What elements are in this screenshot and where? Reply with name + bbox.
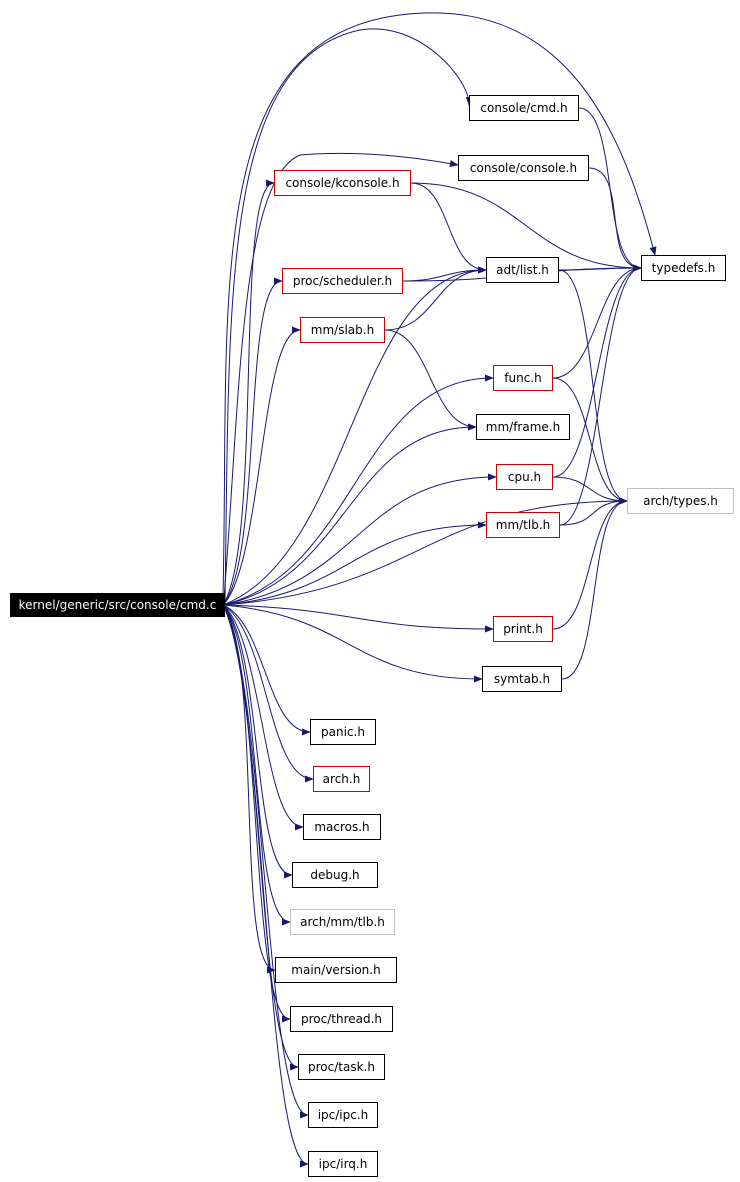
edge-cpu-to-arch-types [552,476,628,505]
edge-root-to-console-kconsole [222,179,275,606]
edge-console-kconsole-to-typedefs [410,182,642,272]
edge-console-kconsole-to-adt-list [410,182,487,274]
node-proc-task-h[interactable]: proc/task.h [298,1054,385,1080]
node-print-h[interactable]: print.h [493,616,553,642]
node-symtab-h[interactable]: symtab.h [482,666,562,692]
edge-root-to-ipc-irq [222,604,309,1168]
node-proc-scheduler-h[interactable]: proc/scheduler.h [282,268,403,294]
edge-root-to-arch [222,604,314,783]
edge-root-to-arch-types [222,497,628,606]
edge-root-to-macros [222,604,304,831]
node-func-h[interactable]: func.h [493,365,553,391]
edge-root-to-proc-scheduler [222,277,283,606]
node-console-cmd-h[interactable]: console/cmd.h [469,95,579,121]
node-console-kconsole-h[interactable]: console/kconsole.h [274,170,411,196]
node-debug-h[interactable]: debug.h [292,862,378,888]
node-arch-types-h: arch/types.h [627,488,734,514]
edge-root-to-main-version [222,604,276,974]
node-panic-h[interactable]: panic.h [310,719,376,745]
edge-mm-slab-to-adt-list [384,266,487,331]
edge-root-to-console-cmd [224,28,473,601]
edge-root-to-adt-list [222,266,487,606]
edge-root-to-mm-frame [222,423,477,606]
edge-symtab-to-arch-types [561,497,628,680]
edge-root-to-ipc-ipc [222,604,309,1119]
node-typedefs-h[interactable]: typedefs.h [641,255,726,281]
node-macros-h[interactable]: macros.h [303,814,381,840]
node-ipc-ipc-h[interactable]: ipc/ipc.h [308,1102,378,1128]
node-proc-thread-h[interactable]: proc/thread.h [290,1006,393,1032]
edge-root-to-arch-mm-tlb [222,604,291,926]
node-ipc-irq-h[interactable]: ipc/irq.h [308,1151,378,1177]
edge-mm-tlb-to-typedefs [559,264,642,526]
node-arch-mm-tlb-h: arch/mm/tlb.h [290,909,395,935]
edge-root-to-print [222,604,494,633]
node-arch-h[interactable]: arch.h [313,766,370,792]
edge-mm-tlb-to-arch-types [559,497,628,526]
edge-root-to-debug [222,604,293,879]
node-console-console-h[interactable]: console/console.h [458,155,589,181]
edge-root-to-mm-slab [222,326,301,606]
edge-root-to-func [222,374,494,606]
edge-func-to-typedefs [552,264,642,379]
edge-console-console-to-typedefs [588,167,642,272]
edge-root-to-panic [222,604,311,736]
edge-cpu-to-typedefs [552,264,642,478]
edge-root-to-mm-tlb [222,521,487,606]
edge-adt-list-to-typedefs [558,264,642,272]
node-adt-list-h[interactable]: adt/list.h [486,257,559,283]
edge-func-to-arch-types [552,377,628,505]
node-cpu-h[interactable]: cpu.h [496,464,553,490]
edge-root-to-symtab [222,604,483,683]
edge-root-to-cpu [222,473,497,606]
edge-root-to-typedefs [222,12,657,597]
edge-print-to-arch-types [552,497,628,630]
edge-mm-slab-to-mm-frame [384,329,477,431]
node-root-cmd-c: kernel/generic/src/console/cmd.c [10,593,225,617]
edge-adt-list-to-arch-types [558,269,628,505]
node-mm-tlb-h[interactable]: mm/tlb.h [486,512,560,538]
node-main-version-h[interactable]: main/version.h [275,957,397,983]
node-mm-slab-h[interactable]: mm/slab.h [300,317,385,343]
node-mm-frame-h[interactable]: mm/frame.h [476,414,570,440]
